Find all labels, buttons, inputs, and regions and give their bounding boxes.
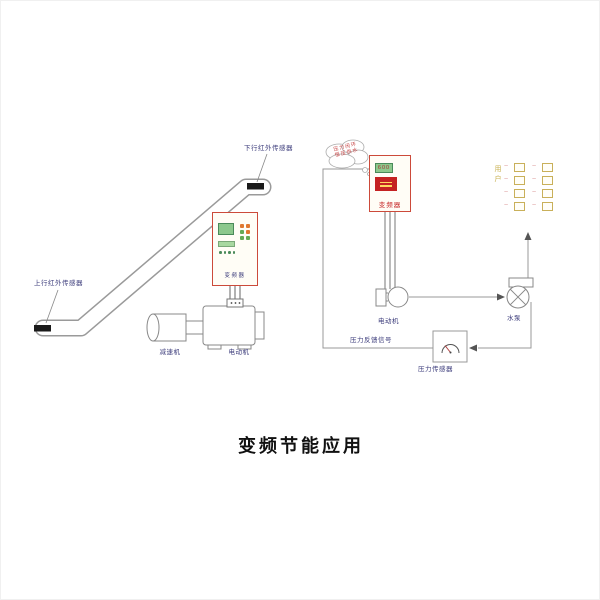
wave-mark: ~ [504, 176, 509, 183]
user-unit-box [542, 202, 553, 211]
pump-icon [506, 277, 534, 309]
wave-mark: ~ [532, 202, 537, 209]
cloud-bubble [325, 139, 371, 176]
user-unit-box [514, 176, 525, 185]
page-title: 变频节能应用 [238, 436, 364, 456]
pump-label: 水泵 [507, 315, 521, 322]
gauge-arc-icon [441, 344, 460, 354]
motor-wires-right [384, 212, 396, 289]
vfd-indicator-bar [218, 241, 235, 247]
user-unit-box [542, 189, 553, 198]
infrared-sensor-top-icon [247, 183, 264, 190]
pressure-sensor-label: 压力传感器 [418, 366, 453, 373]
vfd-right-label: 变频器 [378, 202, 402, 209]
user-unit-box [514, 189, 525, 198]
vfd-terminal-dots [219, 251, 235, 254]
reducer-icon [146, 313, 204, 342]
user-unit-box [542, 176, 553, 185]
vfd-box-left: 变频器 [212, 212, 258, 286]
users-label: 用户 [494, 165, 501, 185]
infrared-sensor-bottom-icon [34, 325, 51, 332]
gauge-needle-icon [444, 345, 451, 353]
wave-mark: ~ [504, 189, 509, 196]
feedback-signal-label: 压力反馈信号 [350, 337, 392, 344]
motor-icon-left [202, 298, 265, 350]
feedback-loop-line [322, 168, 433, 349]
vfd-buttons [240, 224, 252, 240]
down-sensor-label: 下行红外传感器 [244, 145, 293, 152]
escalator-shape [34, 153, 272, 337]
reducer-label: 减速机 [159, 349, 181, 356]
brand-logo-block [375, 177, 397, 191]
up-sensor-label: 上行红外传感器 [34, 280, 83, 287]
wave-mark: ~ [532, 189, 537, 196]
motor-wires-left [229, 286, 241, 299]
pressure-sensor-icon [432, 330, 468, 363]
arrow-to-users-icon [524, 232, 532, 240]
leader-line-top [256, 153, 268, 183]
motor-right-label: 电动机 [378, 318, 399, 325]
vfd-display-screen [218, 223, 234, 235]
vfd-left-label: 变频器 [224, 273, 246, 279]
wave-mark: ~ [532, 176, 537, 183]
arrow-into-sensor-icon [469, 344, 477, 352]
motor-icon-right [375, 286, 409, 308]
vfd-box-right: 600 变频器 [369, 155, 411, 212]
wave-mark: ~ [532, 163, 537, 170]
wave-mark: ~ [504, 163, 509, 170]
pressure-tap-line [478, 302, 532, 349]
wave-mark: ~ [504, 202, 509, 209]
user-unit-box [542, 163, 553, 172]
motor-left-label: 电动机 [228, 349, 250, 356]
arrow-to-pump-icon [497, 293, 505, 301]
vfd-display-screen: 600 [375, 163, 393, 173]
leader-line-bottom [45, 289, 59, 324]
user-unit-box [514, 202, 525, 211]
user-unit-box [514, 163, 525, 172]
